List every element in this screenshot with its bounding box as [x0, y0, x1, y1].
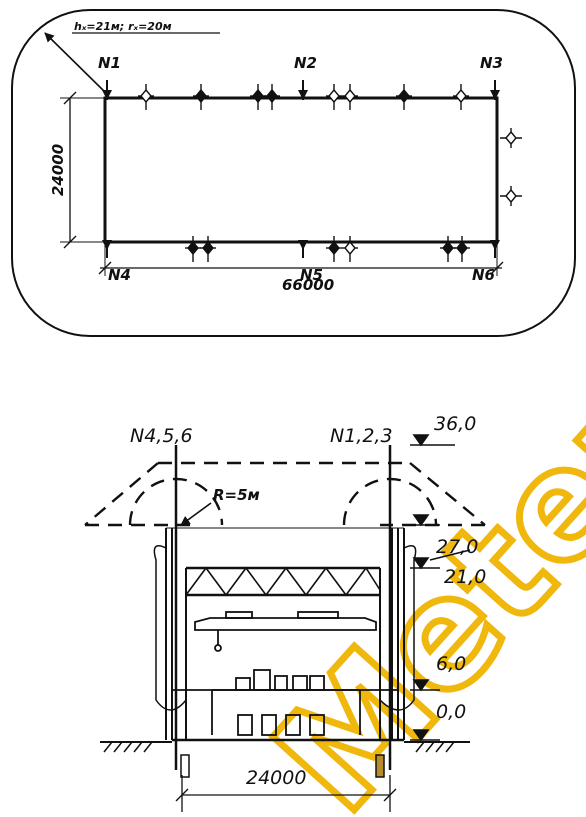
- fixture-open: [326, 84, 342, 110]
- fixture-open: [138, 84, 154, 110]
- fixture-solid: [193, 84, 209, 110]
- elevation-36: 36,0: [434, 413, 476, 435]
- elevation-21: 21,0: [444, 566, 486, 588]
- section-view: N4,5,6 N1,2,3 R=5м: [84, 413, 486, 812]
- node-label-n6: N6: [472, 266, 495, 284]
- right-group-label: N1,2,3: [330, 425, 393, 447]
- fixture-solid: [200, 236, 216, 262]
- down-conductor-left: [153, 545, 187, 711]
- radius-leader: [44, 32, 109, 96]
- span-dimension: [175, 775, 397, 812]
- node-label-n3: N3: [480, 54, 503, 72]
- radius-arrow: [180, 502, 212, 526]
- building-outline: [103, 96, 499, 244]
- lightning-rod-n6: [490, 240, 500, 258]
- length-dimension: [98, 242, 504, 276]
- node-label-n1: N1: [98, 54, 121, 72]
- node-label-n4: N4: [108, 266, 131, 284]
- left-group-label: N4,5,6: [130, 425, 193, 447]
- down-conductor-right: [379, 545, 417, 711]
- basement: [211, 690, 361, 736]
- fixture-open: [500, 128, 522, 148]
- lightning-rod-n3: [490, 80, 500, 100]
- radius-label: R=5м: [213, 486, 260, 504]
- right-edge-fixtures: [500, 128, 522, 206]
- ground-line: [100, 741, 470, 753]
- fixture-solid: [250, 84, 266, 110]
- fixture-solid: [396, 84, 412, 110]
- elevation-0: 0,0: [436, 701, 466, 723]
- lightning-rod-n2: [298, 80, 308, 100]
- protection-zone-outline: [11, 9, 576, 337]
- node-label-n5: N5: [300, 266, 323, 284]
- roof-truss: [185, 566, 381, 597]
- bottom-edge-fixtures: [185, 236, 470, 262]
- span-dim-label: 24000: [246, 767, 306, 789]
- width-dimension: [60, 91, 105, 249]
- lightning-rod-n5: [298, 240, 308, 258]
- fixture-open: [453, 84, 469, 110]
- radius-note: hₓ=21м; rₓ=20м: [74, 20, 172, 33]
- ground-rod-left: [180, 754, 190, 778]
- fixture-solid: [440, 236, 456, 262]
- fixture-solid: [264, 84, 280, 110]
- elevation-marks: [410, 434, 471, 742]
- node-label-n2: N2: [294, 54, 317, 72]
- fixture-open: [342, 84, 358, 110]
- building-frame: [165, 527, 405, 740]
- fixture-open: [500, 186, 522, 206]
- fixture-solid: [326, 236, 342, 262]
- lightning-rod-n4: [102, 240, 112, 258]
- elevation-27: 27,0: [436, 536, 478, 558]
- fixture-open: [342, 236, 358, 262]
- crane: [194, 611, 377, 652]
- elevation-6: 6,0: [436, 653, 466, 675]
- top-edge-fixtures: [138, 84, 469, 110]
- fixture-solid: [185, 236, 201, 262]
- plan-view: hₓ=21м; rₓ=20м 24000 66000 N1 N2 N3 N4 N…: [11, 9, 576, 337]
- lightning-rod-n1: [102, 80, 112, 100]
- ground-rod-right: [375, 754, 385, 778]
- fixture-solid: [454, 236, 470, 262]
- length-dim-label: 66000: [282, 276, 334, 294]
- width-dim-label: 24000: [49, 144, 67, 196]
